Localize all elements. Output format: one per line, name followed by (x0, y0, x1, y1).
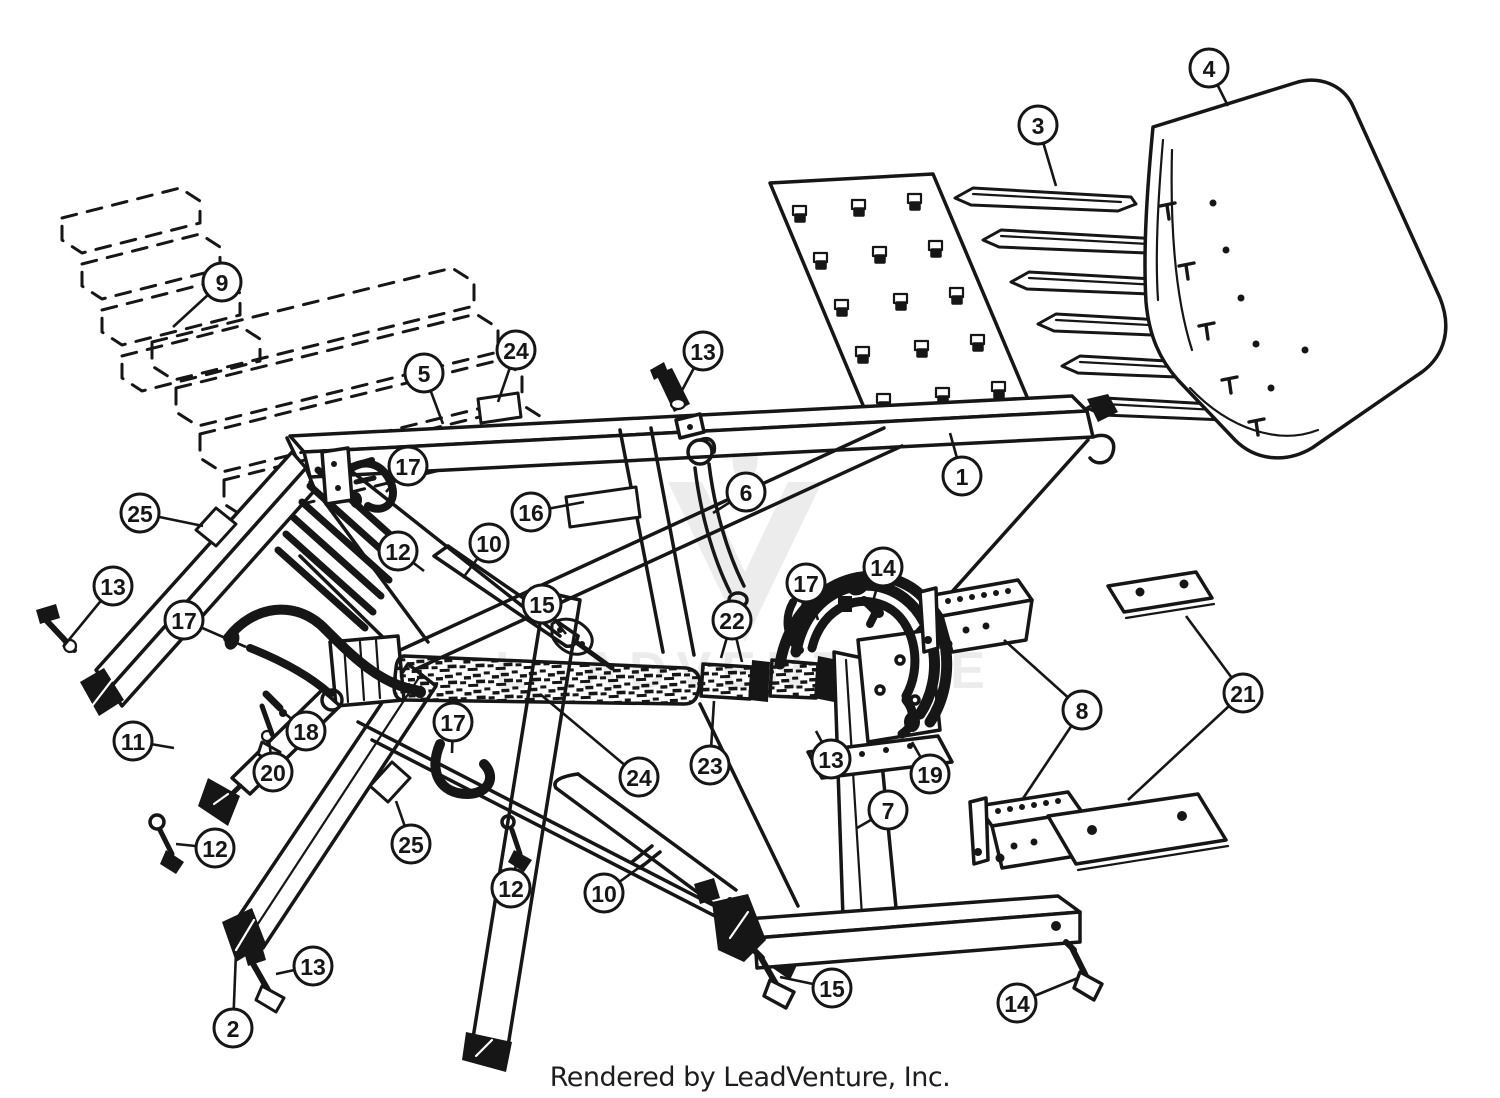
callout-11[interactable] (112, 720, 154, 762)
callout-13[interactable] (92, 565, 134, 607)
callout-6[interactable] (725, 471, 767, 513)
callout-label-17[interactable]: 17 (395, 454, 421, 480)
callout-25[interactable] (119, 492, 161, 534)
callout-20[interactable] (252, 751, 294, 793)
callout-label-25[interactable]: 25 (127, 501, 153, 527)
callout-16[interactable] (510, 491, 552, 533)
callout-13[interactable] (682, 330, 724, 372)
callout-15[interactable] (521, 583, 563, 625)
callout-1[interactable] (941, 455, 983, 497)
callout-8[interactable] (1061, 689, 1103, 731)
render-credit-caption: Rendered by LeadVenture, Inc. (549, 1062, 951, 1093)
callout-7[interactable] (867, 789, 909, 831)
callout-23[interactable] (689, 744, 731, 786)
callout-17[interactable] (785, 562, 827, 604)
callout-label-13[interactable]: 13 (100, 574, 126, 600)
callout-label-12[interactable]: 12 (385, 539, 411, 565)
callout-13[interactable] (292, 945, 334, 987)
hose-drawing (223, 459, 495, 799)
callout-leader-21 (1127, 692, 1244, 801)
bellcrank-link-drawing (650, 362, 749, 609)
callout-10[interactable] (583, 872, 625, 914)
callout-9[interactable] (201, 261, 243, 303)
decal-24 (476, 391, 523, 425)
callout-17[interactable] (432, 701, 474, 743)
callout-label-20[interactable]: 20 (260, 760, 286, 786)
callout-label-13[interactable]: 13 (818, 747, 844, 773)
callout-18[interactable] (285, 710, 327, 752)
callout-3[interactable] (1017, 104, 1059, 146)
callout-22[interactable] (711, 599, 753, 641)
plate-upper-drawing (1106, 570, 1216, 620)
bracket-upper-drawing (918, 578, 1034, 654)
callout-21[interactable] (1222, 672, 1264, 714)
callout-4[interactable] (1188, 47, 1230, 89)
callout-label-13[interactable]: 13 (300, 954, 326, 980)
callout-label-4[interactable]: 4 (1203, 56, 1216, 82)
bucket-drawing (1143, 78, 1448, 460)
callout-label-7[interactable]: 7 (882, 798, 895, 824)
callout-17[interactable] (163, 599, 205, 641)
callout-label-10[interactable]: 10 (591, 881, 617, 907)
callout-label-16[interactable]: 16 (518, 500, 544, 526)
upper-bracket-plate-drawing (320, 446, 377, 506)
decal-25-left (194, 506, 238, 548)
callout-2[interactable] (212, 1007, 254, 1049)
callout-13[interactable] (810, 738, 852, 780)
plate-lower-drawing (1046, 792, 1230, 872)
decal-drawing (194, 391, 642, 804)
callout-label-15[interactable]: 15 (819, 976, 845, 1002)
callout-5[interactable] (403, 352, 445, 394)
callout-label-14[interactable]: 14 (1004, 991, 1030, 1017)
callout-14[interactable] (996, 982, 1038, 1024)
callout-label-19[interactable]: 19 (917, 762, 943, 788)
stand-drawing (694, 650, 1082, 970)
callout-12[interactable] (490, 867, 532, 909)
bracket-lower-drawing (968, 790, 1084, 870)
callout-label-12[interactable]: 12 (202, 836, 228, 862)
callout-19[interactable] (909, 753, 951, 795)
callout-label-12[interactable]: 12 (498, 876, 524, 902)
callout-10[interactable] (468, 522, 510, 564)
callout-24[interactable] (618, 756, 660, 798)
callout-label-1[interactable]: 1 (956, 464, 969, 490)
decal-16 (564, 485, 642, 529)
callout-label-14[interactable]: 14 (870, 555, 896, 581)
callout-label-11[interactable]: 11 (121, 729, 146, 755)
callout-label-13[interactable]: 13 (690, 339, 716, 365)
callout-label-18[interactable]: 18 (293, 719, 319, 745)
callout-17[interactable] (387, 445, 429, 487)
callout-label-21[interactable]: 21 (1230, 681, 1256, 707)
callout-25[interactable] (390, 823, 432, 865)
callout-label-8[interactable]: 8 (1076, 698, 1089, 724)
callout-label-24[interactable]: 24 (626, 765, 652, 791)
callout-label-17[interactable]: 17 (440, 710, 466, 736)
callout-label-15[interactable]: 15 (529, 592, 555, 618)
callout-label-24[interactable]: 24 (503, 338, 529, 364)
callout-label-3[interactable]: 3 (1032, 113, 1045, 139)
callout-label-17[interactable]: 17 (171, 608, 197, 634)
callout-label-23[interactable]: 23 (697, 753, 723, 779)
callout-label-10[interactable]: 10 (476, 531, 502, 557)
callout-label-17[interactable]: 17 (793, 571, 819, 597)
callout-label-9[interactable]: 9 (216, 270, 229, 296)
callout-label-5[interactable]: 5 (418, 361, 431, 387)
left-beam-drawing (80, 450, 317, 716)
callout-12[interactable] (194, 827, 236, 869)
callout-label-22[interactable]: 22 (719, 608, 745, 634)
callout-leader-24 (539, 693, 640, 778)
callout-label-6[interactable]: 6 (740, 480, 753, 506)
decal-25-lower (368, 760, 412, 804)
callout-label-25[interactable]: 25 (398, 832, 424, 858)
callout-14[interactable] (862, 546, 904, 588)
callout-15[interactable] (811, 967, 853, 1009)
callout-12[interactable] (377, 530, 419, 572)
callout-24[interactable] (495, 329, 537, 371)
callout-label-2[interactable]: 2 (227, 1016, 240, 1042)
